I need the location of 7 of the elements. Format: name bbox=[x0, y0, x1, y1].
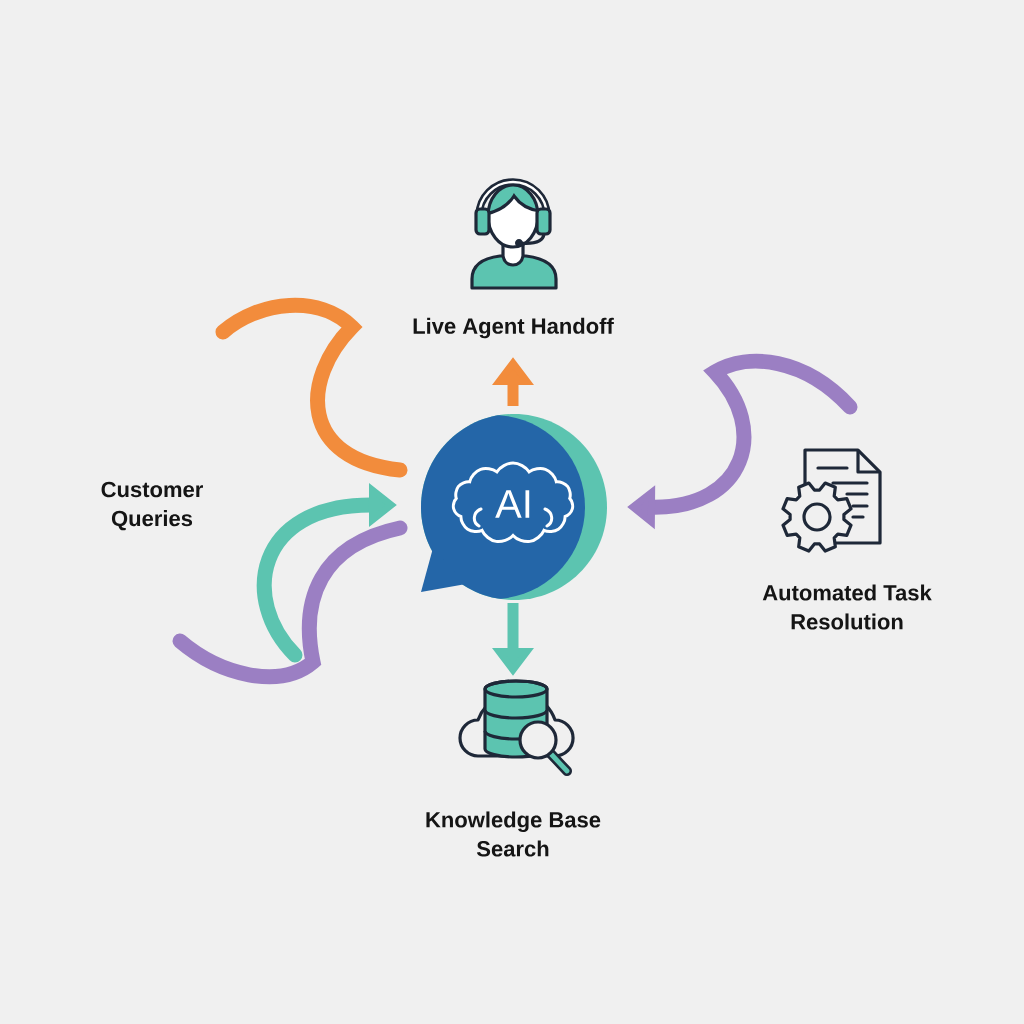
node-label: Automated Task Resolution bbox=[762, 584, 932, 630]
node-label: Live Agent Handoff bbox=[413, 317, 614, 339]
curved-line bbox=[172, 520, 408, 685]
node-label: Knowledge Base Search bbox=[426, 811, 601, 857]
chat-bubble: AI bbox=[421, 414, 607, 600]
label: Customer Queries bbox=[101, 481, 203, 531]
curved-line bbox=[215, 298, 408, 478]
